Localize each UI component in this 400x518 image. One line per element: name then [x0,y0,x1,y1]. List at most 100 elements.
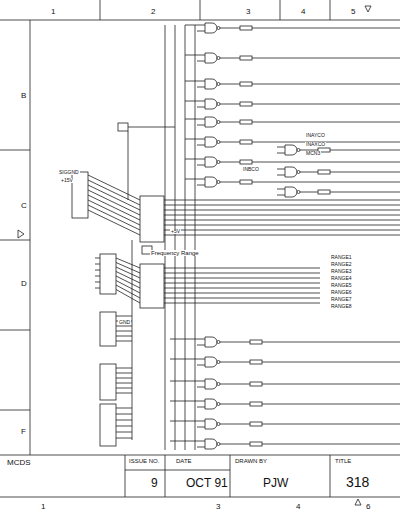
resistor-symbol [240,56,252,60]
nand-gate [285,167,297,177]
wire [170,359,197,360]
wire [88,185,140,210]
resistor-symbol [240,120,252,124]
wire [175,25,176,450]
wire [197,61,205,62]
inversion-bubble [217,181,220,184]
signal-label: 1 [50,8,56,16]
wire [88,195,140,220]
wire [128,127,175,128]
resistor-symbol [318,170,330,174]
wire [252,84,400,85]
wire [330,192,400,193]
wire [197,441,205,442]
signal-label: 4 [300,8,306,16]
wire [116,408,132,409]
signal-label: DRAWN BY [234,458,268,464]
inversion-bubble [217,161,220,164]
wire [164,215,400,216]
wire [197,381,205,382]
signal-label: RANGE1 [330,255,353,260]
inversion-bubble [217,27,220,30]
wire [220,162,240,163]
wire [132,240,133,440]
wire [165,25,166,450]
wire [197,119,205,120]
inversion-bubble [217,423,220,426]
signal-label: D [20,280,28,288]
signal-label: 4 [295,503,301,511]
wire [220,404,250,405]
wire [197,81,205,82]
wire [128,131,129,200]
nand-gate [205,419,217,429]
wire [197,339,205,340]
wire [262,362,400,363]
wire [252,182,400,183]
wire [164,200,400,201]
wire [220,84,240,85]
nand-gate [205,379,217,389]
wire [197,101,205,102]
wire [185,25,186,450]
wires [88,25,400,450]
nand-gate [205,337,217,347]
inversion-bubble [217,341,220,344]
wire [197,145,205,146]
signal-label: ISSUE NO. [128,458,160,464]
wire [252,58,400,59]
wire [277,189,285,190]
wire [252,122,400,123]
signal-label: MCN3 [305,151,321,156]
wire [116,263,140,274]
signal-label: TITLE [334,458,352,464]
signal-label: Frequency Range [150,250,200,256]
wire [197,185,205,186]
wire [197,31,205,32]
wire [197,107,205,108]
wire [95,270,100,271]
wire [116,368,132,369]
signal-label: RANGE6 [330,290,353,295]
wire [88,175,140,200]
wire [197,165,205,166]
wire [95,258,100,259]
wire [277,195,285,196]
wire [116,426,132,427]
signal-label: PJW [262,477,289,489]
wire [197,125,205,126]
wire [116,378,132,379]
inversion-bubble [217,103,220,106]
wire [277,153,285,154]
wire [277,147,285,148]
wire [197,421,205,422]
nand-gate [205,53,217,63]
nand-gate [205,137,217,147]
inversion-bubble [217,57,220,60]
nand-gate [205,157,217,167]
wire [197,447,205,448]
nand-gate [205,117,217,127]
inversion-bubble [217,383,220,386]
inversion-bubble [217,121,220,124]
wire [164,230,400,231]
wire [95,264,100,265]
signal-label: RANGE5 [330,283,353,288]
resistor-symbol [240,140,252,144]
wire [164,278,320,279]
wire [220,104,240,105]
inversion-bubble [297,171,300,174]
signal-label: 9 [150,477,159,489]
signal-label: DATE [175,458,193,464]
nand-gate [205,399,217,409]
wire [197,365,205,366]
wire [195,25,196,450]
resistor-symbol [250,340,262,344]
frame [0,0,400,505]
wire [262,424,400,425]
wire [300,172,318,173]
ic-chips [72,123,164,308]
wire [197,407,205,408]
wire [170,421,197,422]
signal-label: 6 [365,503,371,511]
